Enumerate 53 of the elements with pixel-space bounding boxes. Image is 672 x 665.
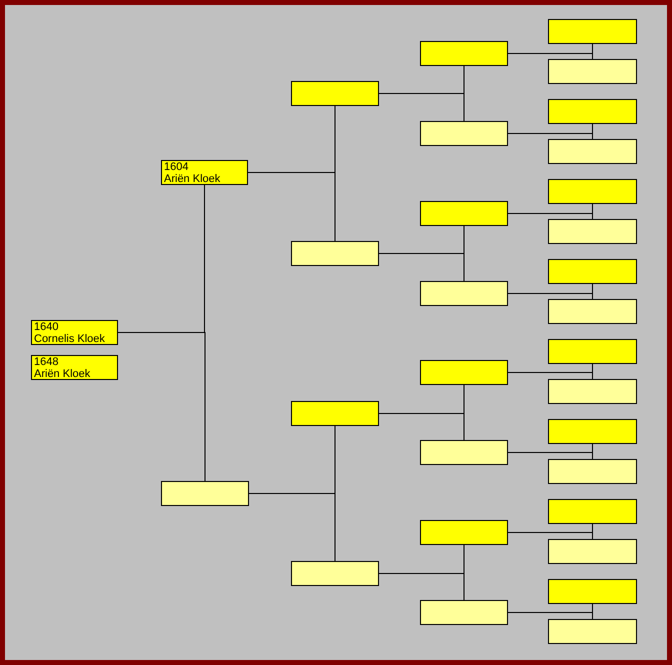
person-box xyxy=(548,139,637,164)
person-box xyxy=(548,419,637,444)
person-text: 1604 xyxy=(164,160,190,172)
connector-line xyxy=(248,172,336,242)
person-box xyxy=(548,99,637,124)
person-text: Ariën Kloek xyxy=(164,172,222,184)
connector-line xyxy=(378,573,464,600)
connector-line xyxy=(378,253,464,282)
person-box xyxy=(420,281,508,306)
connector-line xyxy=(248,493,336,562)
person-box xyxy=(548,219,637,244)
person-text: 1640 xyxy=(34,320,60,332)
person-box xyxy=(31,320,118,345)
person-box xyxy=(420,520,508,545)
connector-line xyxy=(378,413,464,440)
connector-line xyxy=(508,532,593,540)
person-box xyxy=(420,600,508,625)
person-box xyxy=(548,619,637,644)
person-box xyxy=(420,41,508,66)
person-text: Cornelis Kloek xyxy=(34,332,106,344)
person-box xyxy=(548,499,637,524)
person-box xyxy=(420,360,508,385)
person-box xyxy=(548,459,637,484)
person-text: Ariën Kloek xyxy=(34,368,92,380)
person-box xyxy=(291,81,379,106)
person-box xyxy=(548,259,637,284)
person-box xyxy=(420,201,508,226)
person-box xyxy=(291,241,379,266)
connector-line xyxy=(508,452,593,460)
connector-line xyxy=(378,93,464,122)
person-box xyxy=(420,121,508,146)
connector-line xyxy=(508,612,593,620)
person-box xyxy=(548,339,637,364)
connector-line xyxy=(508,133,593,140)
connector-line xyxy=(118,332,206,482)
person-box xyxy=(548,539,637,564)
person-box xyxy=(548,19,637,44)
person-box xyxy=(161,160,248,185)
person-box xyxy=(161,481,249,506)
person-box xyxy=(420,440,508,465)
person-box xyxy=(548,179,637,204)
person-box xyxy=(548,299,637,324)
connector-line xyxy=(508,372,593,380)
connector-line xyxy=(508,213,593,220)
connector-line xyxy=(508,293,593,300)
person-box xyxy=(548,59,637,84)
person-box xyxy=(291,561,379,586)
person-box xyxy=(548,379,637,404)
person-text: 1648 xyxy=(34,356,60,368)
person-box xyxy=(291,401,379,426)
person-box xyxy=(31,355,118,380)
connector-line xyxy=(508,53,593,60)
person-box xyxy=(548,579,637,604)
